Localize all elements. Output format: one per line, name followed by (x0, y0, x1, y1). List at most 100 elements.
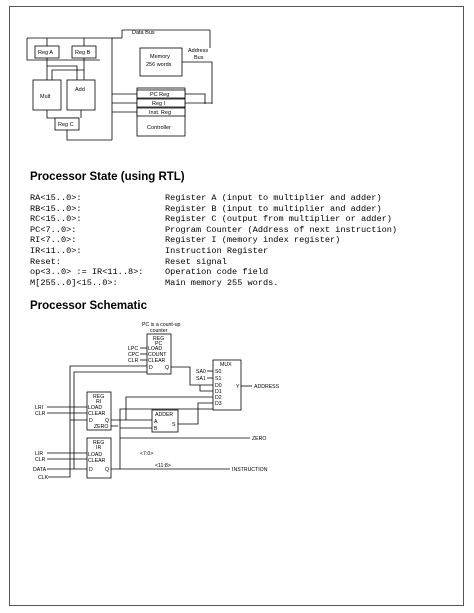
adder-label: ADDER (155, 412, 173, 418)
add-label: Add (75, 87, 85, 93)
lir-signal: LIR (35, 451, 43, 457)
ri-d-pin: D (89, 418, 93, 424)
rtl-description: Register I (memory index register) (165, 235, 341, 246)
pc-note-2: counter (150, 328, 168, 334)
page-border (9, 6, 464, 606)
pc-note: PC is a count-up (142, 322, 180, 328)
pc-reg-title: REG (153, 336, 164, 342)
rtl-register: RB<15..0>: (30, 203, 82, 214)
mux-label: MUX (220, 362, 232, 368)
data-signal: DATA (33, 467, 47, 473)
pc-load-pin: LOAD (148, 346, 162, 352)
rtl-row: RC<15..0>: Register C (output from multip… (30, 214, 450, 225)
reg-a-label: Reg A (38, 50, 53, 56)
mux-box (212, 359, 242, 411)
mux-s0-pin: S0 (215, 369, 221, 375)
ri-zero-pin: ZERO (94, 424, 108, 430)
rtl-description: Register C (output from multiplier or ad… (165, 214, 392, 225)
clr-signal-ir: CLR (35, 457, 46, 463)
clk-signal: CLK (38, 475, 49, 481)
rtl-description: Main memory 255 words. (165, 277, 279, 288)
ri-load-pin: LOAD (88, 405, 102, 411)
pc-q-pin: Q (165, 365, 169, 371)
processor-schematic-heading: Processor Schematic (30, 300, 147, 312)
rtl-row: M[255..0]<15..0>: Main memory 255 words. (30, 278, 450, 289)
pc-clear-pin: CLEAR (148, 358, 166, 364)
ri-clear-pin: CLEAR (88, 411, 106, 417)
rtl-register: Reset: (30, 256, 61, 267)
pc-count-pin: COUNT (148, 352, 167, 358)
pc-name: PC (155, 341, 162, 347)
mux-d0-pin: D0 (215, 383, 222, 389)
reg-c-label: Reg C (58, 122, 74, 128)
data-bus-label: Data Bus (132, 30, 155, 36)
rtl-description: Register B (input to multiplier and adde… (165, 203, 382, 214)
pc-reg-label: PC Reg (150, 92, 169, 98)
cpc-signal: CPC (128, 352, 139, 358)
address-output: ADDRESS (254, 384, 280, 390)
ir-bits-7-0: <7:0> (140, 451, 153, 457)
adder-s-pin: S (172, 422, 176, 428)
rtl-row: IR<11..0>: Instruction Register (30, 246, 450, 257)
rtl-list: RA<15..0>:Register A (input to multiplie… (30, 193, 450, 288)
rtl-register: M[255..0]<15..0>: (30, 277, 118, 288)
inst-reg-label: Inst. Reg (149, 110, 171, 116)
memory-label: Memory (150, 54, 170, 60)
adder-a-pin: A (154, 419, 158, 425)
rtl-description: Reset signal (165, 256, 227, 267)
rtl-register: RC<15..0>: (30, 214, 82, 225)
clr-signal-pc: CLR (128, 358, 139, 364)
ir-reg-title: REG (93, 440, 104, 446)
reg-i-label: Reg I (152, 101, 166, 107)
lri-signal: LRI (35, 405, 43, 411)
rtl-row: RA<15..0>:Register A (input to multiplie… (30, 193, 450, 204)
lpc-signal: LPC (128, 346, 138, 352)
adder-box (151, 409, 179, 433)
rtl-description: Register A (input to multiplier and adde… (165, 193, 382, 203)
mux-s1-pin: S1 (215, 376, 221, 382)
ir-q-pin: Q (105, 467, 109, 473)
ir-register-box (86, 437, 112, 479)
mux-d2-pin: D2 (215, 395, 222, 401)
rtl-row: RB<15..0>: Register B (input to multiplie… (30, 204, 450, 215)
processor-state-heading: Processor State (using RTL) (30, 171, 185, 183)
instruction-output: INSTRUCTION (232, 467, 268, 473)
block-diagram: Data Bus Reg A Reg B Mult Add Reg C Memo… (26, 29, 213, 141)
zero-output: ZERO (252, 436, 266, 442)
rtl-row: op<3..0> := IR<11..8>: Operation code fie… (30, 267, 450, 278)
add-box (66, 79, 96, 111)
mult-label: Mult (40, 94, 51, 100)
rtl-row: Reset: Reset signal (30, 257, 450, 268)
adder-b-pin: B (154, 426, 158, 432)
rtl-row: PC<7..0>: Program Counter (Address of nex… (30, 225, 450, 236)
rtl-description: Program Counter (Address of next instruc… (165, 224, 398, 235)
clr-signal-ri: CLR (35, 411, 46, 417)
rtl-register: RI<7..0>: (30, 235, 77, 246)
sa0-signal: SA0 (196, 369, 206, 375)
rtl-description: Operation code field (165, 267, 269, 278)
mux-d1-pin: D1 (215, 389, 222, 395)
sa1-signal: SA1 (196, 376, 206, 382)
memory-box (139, 47, 183, 77)
memory-size-label: 256 words (146, 62, 172, 68)
rtl-register: op<3..0> := IR<11..8>: (30, 267, 144, 278)
mux-d3-pin: D3 (215, 401, 222, 407)
pc-register-box (146, 333, 172, 375)
mux-y-pin: Y (236, 384, 240, 390)
ir-clear-pin: CLEAR (88, 458, 106, 464)
rtl-register: PC<7..0>: (30, 224, 77, 235)
ir-name: IR (96, 445, 101, 451)
ir-bits-11-8: <11:8> (155, 463, 171, 469)
ri-q-pin: Q (105, 418, 109, 424)
rtl-description: Instruction Register (165, 245, 269, 256)
ir-d-pin: D (89, 467, 93, 473)
pc-d-pin: D (149, 365, 153, 371)
ri-reg-title: REG (93, 394, 104, 400)
rtl-register: IR<11..0>: (30, 245, 82, 256)
rtl-row: RI<7..0>: Register I (memory index regist… (30, 235, 450, 246)
ri-name: RI (96, 399, 101, 405)
address-bus-label: Address (188, 48, 208, 54)
reg-b-label: Reg B (75, 50, 91, 56)
controller-label: Controller (147, 125, 171, 131)
